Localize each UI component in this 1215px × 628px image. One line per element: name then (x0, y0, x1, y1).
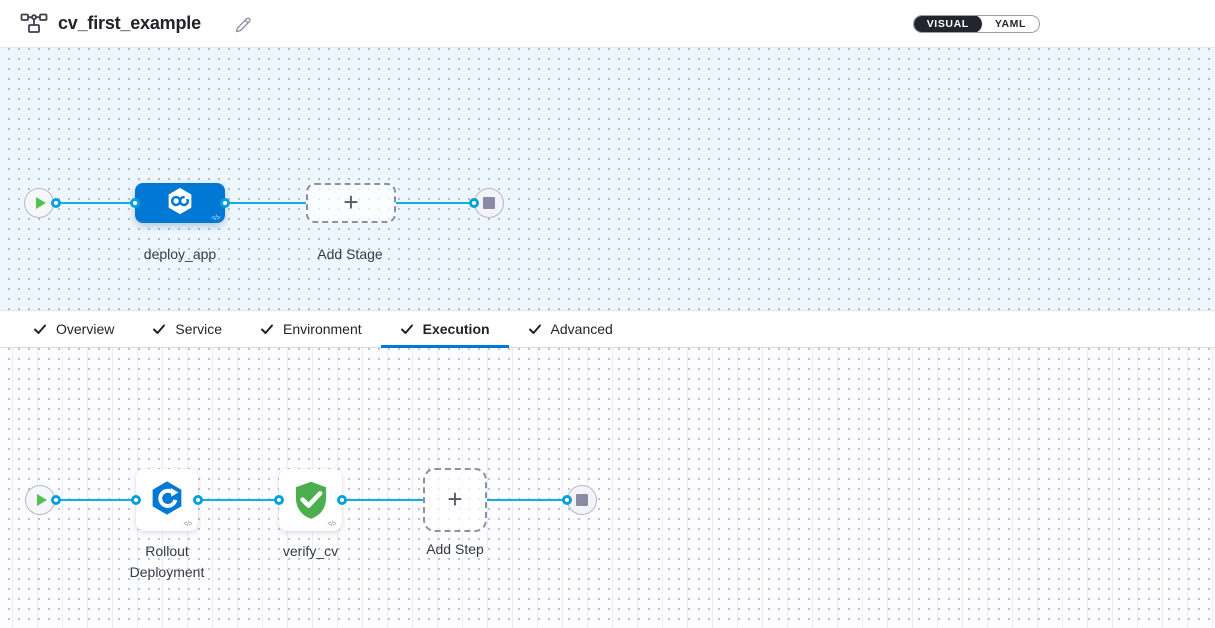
edit-pencil-icon[interactable] (234, 16, 252, 34)
pipeline-end-node[interactable] (474, 188, 504, 218)
kubernetes-rollout-icon (148, 478, 186, 523)
connector-port[interactable] (562, 495, 572, 505)
execution-start-button[interactable] (25, 485, 55, 515)
connector-line (198, 499, 279, 501)
pipeline-icon (20, 13, 48, 35)
check-icon (152, 322, 166, 336)
connector-port[interactable] (51, 495, 61, 505)
stop-icon (483, 197, 495, 209)
add-stage-button[interactable]: + (306, 183, 396, 223)
tab-advanced[interactable]: Advanced (509, 311, 632, 347)
connector-port[interactable] (274, 495, 284, 505)
header: cv_first_example VISUAL YAML (0, 0, 1215, 48)
connector-line (56, 202, 135, 204)
page-title: cv_first_example (58, 13, 201, 33)
connector-port[interactable] (220, 198, 230, 208)
step-label-line2: Deployment (129, 564, 205, 580)
connector-line (56, 499, 136, 501)
code-icon: </> (183, 521, 192, 528)
deployment-stage-icon (165, 185, 195, 222)
toggle-visual-button[interactable]: VISUAL (913, 16, 982, 32)
connector-line (396, 202, 474, 204)
stage-config-tabs: Overview Service Environment Execution A… (0, 310, 1215, 348)
connector-line (342, 499, 423, 501)
check-icon (528, 322, 542, 336)
connector-port[interactable] (193, 495, 203, 505)
toggle-yaml-button[interactable]: YAML (994, 18, 1026, 30)
stage-node-deploy-app[interactable]: </> (135, 183, 225, 223)
step-label-verify-cv: verify_cv (282, 543, 339, 559)
tab-environment[interactable]: Environment (241, 311, 381, 347)
connector-line (487, 499, 567, 501)
stage-label: deploy_app (143, 246, 217, 262)
stop-icon (576, 494, 588, 506)
add-step-button[interactable]: + (423, 468, 487, 532)
stage-canvas[interactable]: </> + deploy_app Add Stage (0, 48, 1215, 310)
tab-service[interactable]: Service (133, 311, 241, 347)
check-icon (400, 322, 414, 336)
pipeline-start-button[interactable] (24, 188, 54, 218)
tab-label: Service (175, 321, 223, 337)
tab-overview[interactable]: Overview (14, 311, 133, 347)
tab-execution[interactable]: Execution (380, 311, 509, 348)
tab-label: Environment (283, 321, 362, 337)
view-mode-toggle: VISUAL YAML (912, 15, 1040, 33)
step-node-verify-cv[interactable]: </> (279, 469, 342, 531)
verify-shield-icon (290, 478, 332, 527)
check-icon (260, 322, 274, 336)
tab-label: Execution (422, 321, 490, 337)
connector-line (225, 202, 306, 204)
step-label-line1: Rollout (145, 543, 189, 559)
tab-label: Advanced (550, 321, 613, 337)
play-icon (36, 197, 46, 209)
plus-icon: + (343, 186, 359, 217)
connector-port[interactable] (337, 495, 347, 505)
connector-port[interactable] (131, 495, 141, 505)
code-icon: </> (211, 215, 220, 222)
check-icon (33, 322, 47, 336)
connector-port[interactable] (130, 198, 140, 208)
tab-label: Overview (56, 321, 115, 337)
code-icon: </> (327, 521, 336, 528)
step-label-rollout: Rollout Deployment (104, 541, 230, 583)
step-node-rollout-deployment[interactable]: </> (136, 469, 198, 531)
add-step-label: Add Step (426, 541, 484, 557)
connector-port[interactable] (469, 198, 479, 208)
play-icon (37, 494, 47, 506)
add-stage-label: Add Stage (317, 246, 383, 262)
execution-canvas[interactable]: </> </> + Rollout Deployment ve (0, 348, 1215, 628)
connector-port[interactable] (51, 198, 61, 208)
plus-icon: + (447, 483, 463, 514)
